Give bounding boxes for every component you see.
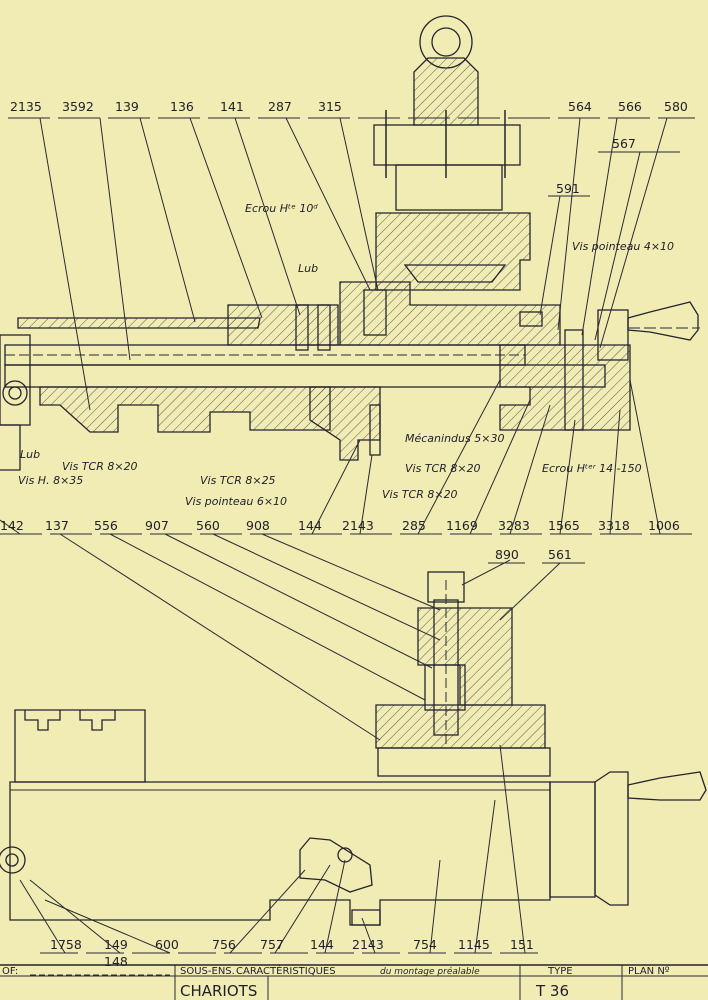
annotation: Vis TCR 8×20	[382, 488, 458, 501]
annotation: Vis TCR 8×20	[62, 460, 138, 473]
title-sous-ens-label: SOUS-ENS.	[180, 966, 235, 977]
part-label: 136	[170, 99, 194, 114]
part-label: 907	[145, 518, 169, 533]
lower-elevation-view	[0, 571, 707, 926]
part-label: 315	[318, 99, 342, 114]
part-label: 144	[298, 518, 322, 533]
part-label: 908	[246, 518, 270, 533]
part-label: 139	[115, 99, 139, 114]
part-label: 1169	[446, 518, 478, 533]
title-type-label: TYPE	[547, 966, 573, 977]
part-label: 137	[45, 518, 69, 533]
bottom-part-numbers: 1758 149 148 600 756 757 144 2143 754 11…	[50, 937, 534, 969]
part-label: 2143	[342, 518, 374, 533]
part-label: 287	[268, 99, 292, 114]
part-label: 3283	[498, 518, 530, 533]
title-of-label: OF:	[2, 966, 18, 977]
top-part-numbers: 2135 3592 139 136 141 287 315 564 566 58…	[10, 99, 688, 196]
part-label: 567	[612, 136, 636, 151]
part-label: 149	[104, 937, 128, 952]
lower-part-numbers: 890 561	[495, 547, 572, 562]
annotation: Vis pointeau 4×10	[572, 240, 674, 253]
annotation: Vis TCR 8×25	[200, 474, 276, 487]
part-label: 561	[548, 547, 572, 562]
lower-slide	[14, 709, 146, 783]
title-montage-label: du montage préalable	[380, 966, 480, 977]
part-label: 600	[155, 937, 179, 952]
part-label: 2135	[10, 99, 42, 114]
title-plan-label: PLAN Nº	[628, 966, 670, 977]
annotation: Vis pointeau 6×10	[185, 495, 287, 508]
part-label: 560	[196, 518, 220, 533]
part-label: 1006	[648, 518, 680, 533]
top-slide	[375, 212, 531, 291]
part-label: 151	[510, 937, 534, 952]
leader-lines	[0, 117, 668, 954]
part-label: 890	[495, 547, 519, 562]
annotation: Vis H. 8×35	[18, 474, 83, 487]
part-label: 142	[0, 518, 24, 533]
part-label: 141	[220, 99, 244, 114]
title-block: OF: SOUS-ENS. CARACTÉRISTIQUES du montag…	[0, 964, 708, 1000]
part-label: 144	[310, 937, 334, 952]
upper-section-view	[0, 15, 700, 471]
part-label: 2143	[352, 937, 384, 952]
assembly-name: CHARIOTS	[180, 982, 257, 1000]
part-label: 580	[664, 99, 688, 114]
type-value: T 36	[535, 982, 569, 1000]
title-caracteristiques-label: CARACTÉRISTIQUES	[236, 964, 336, 977]
part-label: 754	[413, 937, 437, 952]
part-label: 556	[94, 518, 118, 533]
part-label: 1758	[50, 937, 82, 952]
annotation: Ecrou Hᵗᵉʳ 14 -150	[542, 462, 642, 475]
annotation: Lub	[20, 448, 40, 461]
mid-part-numbers: 142 137 556 907 560 908 144 2143 285 116…	[0, 518, 680, 533]
part-label: 591	[556, 181, 580, 196]
apron-body	[9, 781, 551, 926]
part-label: 3318	[598, 518, 630, 533]
part-label: 3592	[62, 99, 94, 114]
part-label: 1565	[548, 518, 580, 533]
part-label: 1145	[458, 937, 490, 952]
annotation: Mécanindus 5×30	[405, 432, 504, 445]
annotation: Lub	[298, 262, 318, 275]
label-underlines	[0, 117, 700, 954]
part-label: 757	[260, 937, 284, 952]
part-label: 756	[212, 937, 236, 952]
annotations: Ecrou Hᵗᵉ 10ᵈ Vis pointeau 4×10 Lub Lub …	[18, 202, 674, 508]
annotation: Ecrou Hᵗᵉ 10ᵈ	[245, 202, 318, 215]
saddle-upper	[39, 386, 331, 433]
part-label: 285	[402, 518, 426, 533]
part-label: 564	[568, 99, 592, 114]
part-label: 566	[618, 99, 642, 114]
part-label: 148	[104, 954, 128, 969]
annotation: Vis TCR 8×20	[405, 462, 481, 475]
